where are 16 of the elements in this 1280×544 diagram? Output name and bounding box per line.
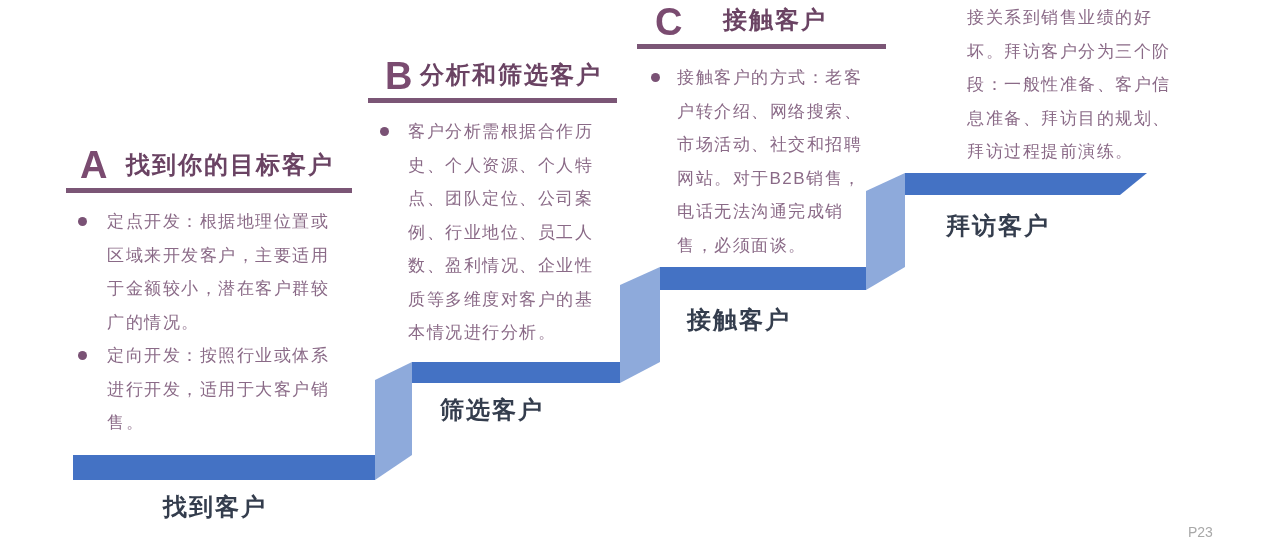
step-label: 筛选客户 [440,395,544,425]
bullet-text: 接触客户的方式：老客户转介绍、网络搜索、市场活动、社交和招聘网站。对于B2B销售，电话无法沟通完成销售，必须面谈。 [677,67,863,257]
step-label: 接触客户 [687,305,791,335]
body-text: 接关系到销售业绩的好坏。拜访客户分为三个阶段：一般性准备、客户信息准备、拜访目的规划、拜访过程提前演练。 [967,7,1172,163]
section-heading: 接触客户 [723,5,827,35]
section-heading: 分析和筛选客户 [420,60,602,90]
step-label: 拜访客户 [946,211,1050,241]
section-heading: 找到你的目标客户 [126,150,334,180]
bullet-text: 客户分析需根据合作历史、个人资源、个人特点、团队定位、公司案例、行业地位、员工人数、盈利情况、企业性质等多维度对客户的基本情况进行分析。 [408,121,594,344]
bullet-text: 定点开发：根据地理位置或区域来开发客户，主要适用于金额较小，潜在客户群较广的情况。 [107,211,330,334]
section-letter: A [80,146,108,184]
section-letter: B [385,57,413,95]
section-letter: C [655,3,683,41]
step-label: 找到客户 [163,492,267,522]
page-number: P23 [1188,523,1213,542]
bullet-text: 定向开发：按照行业或体系进行开发，适用于大客户销售。 [107,345,330,434]
